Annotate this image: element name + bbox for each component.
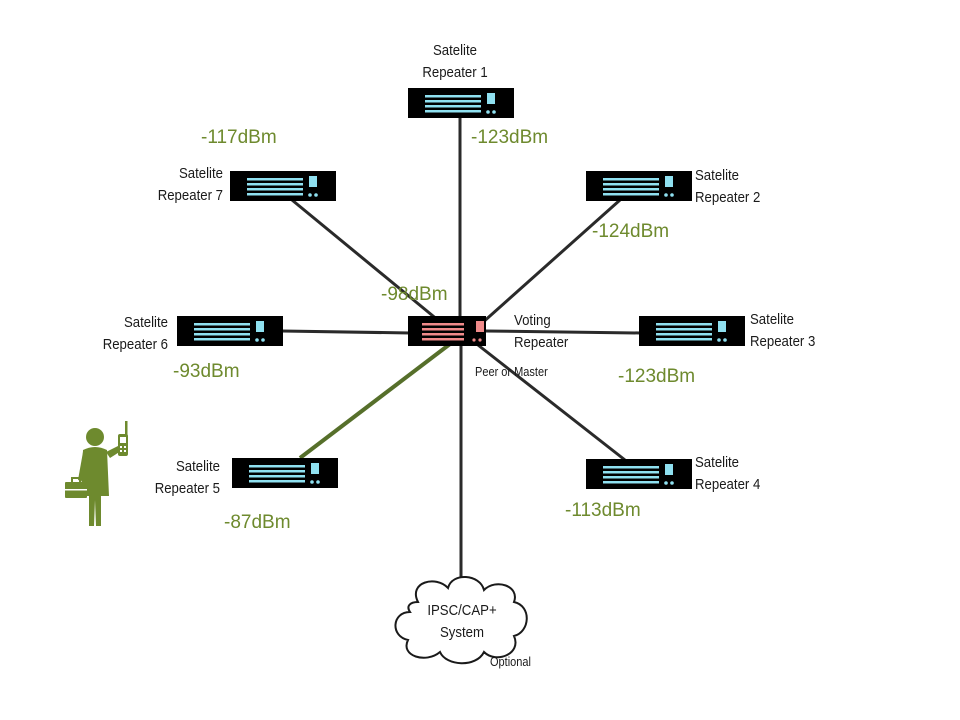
repeater-4-icon: [586, 459, 692, 489]
voting-line2: Repeater: [514, 334, 569, 351]
cloud-note: Optional: [490, 655, 531, 669]
repeater-3-label: Satelite Repeater 3: [750, 309, 815, 353]
voting-repeater-icon: [408, 316, 486, 346]
dbm-repeater-7: -117dBm: [201, 127, 277, 148]
link-repeater-2: [471, 198, 621, 334]
repeater-7-line2: Repeater 7: [157, 187, 223, 204]
repeater-5-line1: Satelite: [175, 458, 220, 475]
repeater-1-label: Satelite Repeater 1: [411, 40, 499, 84]
repeater-4-label: Satelite Repeater 4: [695, 452, 760, 496]
cloud-label: IPSC/CAP+ System: [418, 600, 506, 644]
repeater-3-icon: [639, 316, 745, 346]
repeater-2-label: Satelite Repeater 2: [695, 165, 760, 209]
voting-line1: Voting: [514, 312, 551, 329]
repeater-5-label: Satelite Repeater 5: [132, 456, 220, 500]
voting-repeater-label: Voting Repeater: [514, 310, 568, 354]
repeater-7-line1: Satelite: [178, 165, 223, 182]
repeater-5-line2: Repeater 5: [154, 480, 220, 497]
repeater-2-line2: Repeater 2: [695, 189, 761, 206]
repeater-6-label: Satelite Repeater 6: [80, 312, 168, 356]
repeater-2-line1: Satelite: [695, 167, 740, 184]
person-with-radio-and-briefcase-icon: [65, 421, 128, 526]
dbm-repeater-4: -113dBm: [565, 500, 641, 521]
repeater-7-icon: [230, 171, 336, 201]
cloud-icon: [394, 576, 528, 665]
repeater-5-icon: [232, 458, 338, 488]
repeater-4-line2: Repeater 4: [695, 476, 761, 493]
link-repeater-7: [291, 198, 451, 332]
repeater-1-icon: [408, 88, 514, 118]
cloud-line2: System: [439, 624, 484, 641]
dbm-repeater-1: -123dBm: [471, 127, 549, 148]
dbm-repeater-2: -124dBm: [592, 221, 670, 242]
repeater-6-icon: [177, 316, 283, 346]
repeater-6-line1: Satelite: [123, 314, 168, 331]
repeater-3-line2: Repeater 3: [750, 333, 816, 350]
link-repeater-5: [298, 342, 452, 460]
link-repeater-3: [484, 329, 641, 335]
repeater-2-icon: [586, 171, 692, 201]
dbm-voting: -98dBm: [381, 284, 448, 305]
repeater-7-label: Satelite Repeater 7: [135, 163, 223, 207]
repeater-3-line1: Satelite: [750, 311, 795, 328]
repeater-4-line1: Satelite: [695, 454, 740, 471]
cloud-line1: IPSC/CAP+: [427, 602, 497, 619]
link-repeater-6: [281, 329, 411, 335]
dbm-repeater-5: -87dBm: [224, 512, 291, 533]
link-repeater-4: [477, 343, 626, 462]
repeater-1-line1: Satelite: [432, 42, 478, 59]
dbm-repeater-3: -123dBm: [618, 366, 696, 387]
repeater-6-line2: Repeater 6: [102, 336, 168, 353]
voting-role-label: Peer or Master: [475, 365, 548, 379]
repeater-1-line2: Repeater 1: [422, 64, 488, 81]
dbm-repeater-6: -93dBm: [173, 361, 240, 382]
